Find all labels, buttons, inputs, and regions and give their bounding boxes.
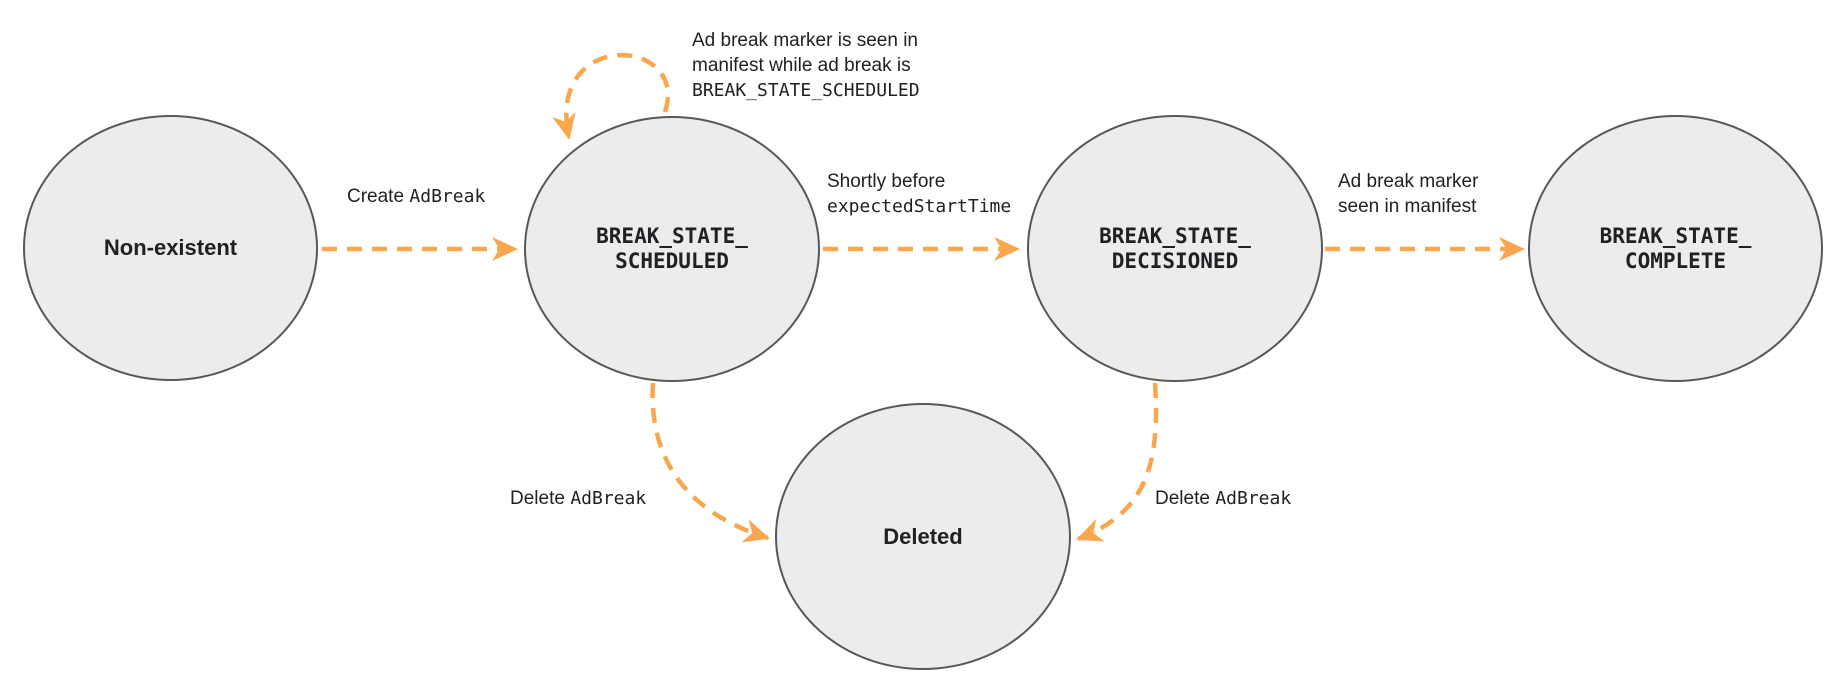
edge-label-self-loop-line1: Ad break marker is seen in [692,30,918,51]
edge-label-self-loop: Ad break marker is seen in manifest whil… [692,28,920,103]
node-non-existent: Non-existent [23,115,318,381]
node-break-state-decisioned: BREAK_STATE_ DECISIONED [1027,115,1323,382]
node-break-state-decisioned-label: BREAK_STATE_ DECISIONED [1099,223,1251,273]
edge-label-shortly-before-line1: Shortly before [827,171,946,192]
edge-label-marker-seen-line2: seen in manifest [1338,196,1477,217]
node-deleted-label: Deleted [883,523,963,549]
edge-label-self-loop-line2: manifest while ad break is [692,55,911,76]
node-break-state-complete: BREAK_STATE_ COMPLETE [1528,115,1823,382]
node-deleted: Deleted [775,403,1071,670]
node-non-existent-label: Non-existent [103,235,238,260]
edge-label-delete-left-mono: AdBreak [570,488,647,509]
edge-label-delete-left-sans: Delete [510,488,565,509]
edge-label-delete-right-mono: AdBreak [1215,488,1292,509]
edge-label-delete-right-sans: Delete [1155,488,1210,509]
edge-scheduled-to-deleted-arrow [650,382,770,543]
edge-label-marker-seen-line1: Ad break marker [1338,171,1479,192]
node-break-state-complete-label: BREAK_STATE_ COMPLETE [1599,223,1752,273]
node-break-state-scheduled: BREAK_STATE_ SCHEDULED [524,116,820,382]
edge-decisioned-to-deleted-arrow [1076,382,1159,542]
edge-label-shortly-before-line2: expectedStartTime [827,196,1012,217]
edge-label-marker-seen: Ad break marker seen in manifest [1338,169,1478,219]
edge-label-create-adbreak-sans: Create [347,186,405,207]
node-break-state-scheduled-label: BREAK_STATE_ SCHEDULED [596,224,748,273]
edge-label-self-loop-line3: BREAK_STATE_SCHEDULED [692,80,920,101]
edge-label-shortly-before: Shortly before expectedStartTime [827,169,1011,219]
edge-self-loop-scheduled-arrow [552,52,670,140]
edge-label-create-adbreak-mono: AdBreak [409,186,486,207]
